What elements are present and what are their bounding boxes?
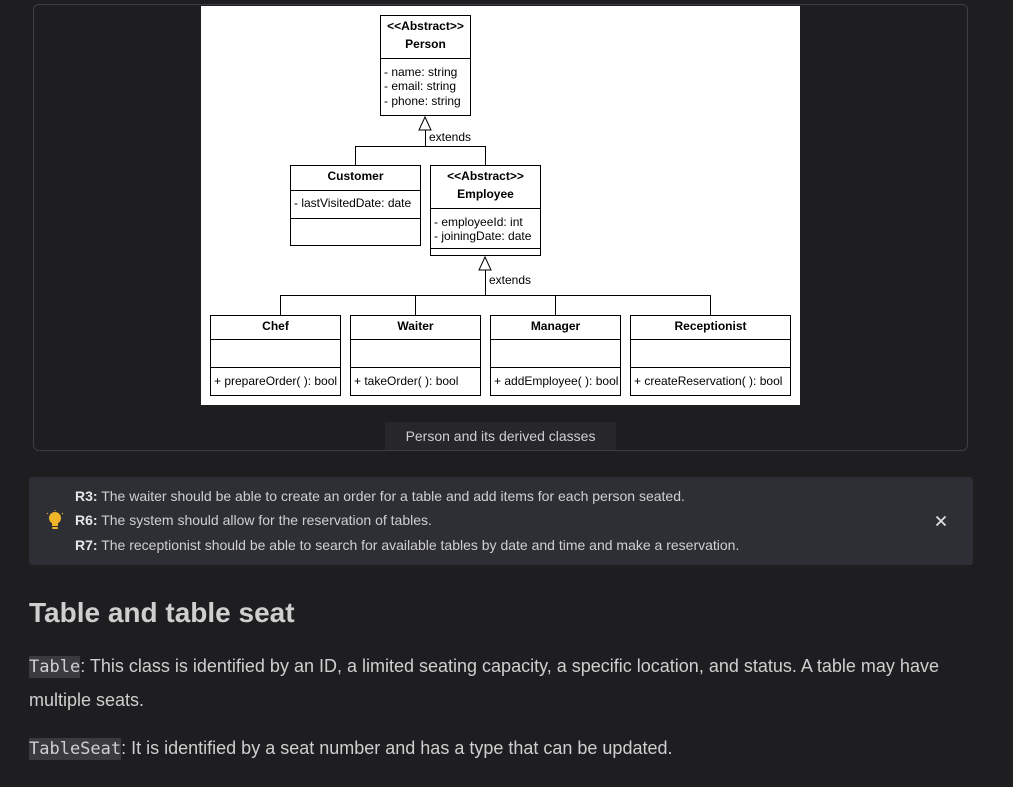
- requirement-item: R6: The system should allow for the rese…: [75, 512, 432, 528]
- customer-attribute: - lastVisitedDate: date: [294, 196, 412, 210]
- figure-frame: [33, 4, 968, 451]
- receptionist-class-box: [630, 315, 791, 396]
- employee-attribute: - employeeId: int: [434, 215, 523, 229]
- customer-class-box: [290, 165, 421, 246]
- inheritance-arrow-person: [418, 115, 432, 131]
- chef-class-box: [210, 315, 341, 396]
- person-attribute: - phone: string: [384, 94, 461, 108]
- requirement-id: R7:: [75, 537, 98, 553]
- class-diagram: <<Abstract>> Person - name: string - ema…: [201, 6, 800, 405]
- chef-class-name: Chef: [262, 319, 290, 333]
- paragraph-text: : It is identified by a seat number and …: [121, 738, 673, 758]
- person-attribute: - name: string: [384, 65, 457, 79]
- figure-caption: Person and its derived classes: [385, 422, 616, 450]
- requirement-id: R3:: [75, 488, 98, 504]
- tableseat-description: TableSeat: It is identified by a seat nu…: [29, 732, 979, 766]
- close-icon: [935, 515, 947, 527]
- person-stereotype: <<Abstract>>: [387, 19, 464, 33]
- employee-attribute: - joiningDate: date: [434, 229, 532, 243]
- chef-method: + prepareOrder( ): bool: [214, 374, 337, 388]
- person-class-box: [380, 15, 471, 116]
- person-class-name: Person: [405, 37, 446, 51]
- manager-class-name: Manager: [531, 319, 581, 333]
- employee-stereotype: <<Abstract>>: [447, 169, 524, 183]
- inline-code-table: Table: [29, 656, 81, 678]
- extends-label: extends: [489, 273, 531, 287]
- table-description: Table: This class is identified by an ID…: [29, 650, 979, 717]
- requirement-item: R7: The receptionist should be able to s…: [75, 537, 739, 553]
- section-heading: Table and table seat: [29, 597, 295, 628]
- requirement-text: The system should allow for the reservat…: [97, 512, 432, 528]
- requirement-item: R3: The waiter should be able to create …: [75, 488, 685, 504]
- requirement-text: The receptionist should be able to searc…: [97, 537, 740, 553]
- class-diagram-svg: <<Abstract>> Person - name: string - ema…: [210, 15, 791, 396]
- close-button[interactable]: [931, 511, 951, 531]
- waiter-class-box: [350, 315, 481, 396]
- employee-class-name: Employee: [457, 187, 514, 201]
- requirements-callout: R3: The waiter should be able to create …: [29, 477, 973, 565]
- receptionist-class-name: Receptionist: [674, 319, 746, 333]
- customer-class-name: Customer: [327, 169, 383, 183]
- lightbulb-icon: [46, 510, 64, 532]
- person-attribute: - email: string: [384, 79, 456, 93]
- manager-class-box: [490, 315, 621, 396]
- waiter-method: + takeOrder( ): bool: [354, 374, 458, 388]
- employee-class-box: [430, 165, 541, 256]
- waiter-class-name: Waiter: [397, 319, 434, 333]
- paragraph-text: : This class is identified by an ID, a l…: [29, 656, 939, 710]
- receptionist-method: + createReservation( ): bool: [634, 374, 782, 388]
- inline-code-tableseat: TableSeat: [29, 738, 122, 760]
- requirement-text: The waiter should be able to create an o…: [97, 488, 685, 504]
- requirement-id: R6:: [75, 512, 98, 528]
- inheritance-arrow-employee: [478, 255, 492, 271]
- extends-label: extends: [429, 130, 471, 144]
- manager-method: + addEmployee( ): bool: [494, 374, 618, 388]
